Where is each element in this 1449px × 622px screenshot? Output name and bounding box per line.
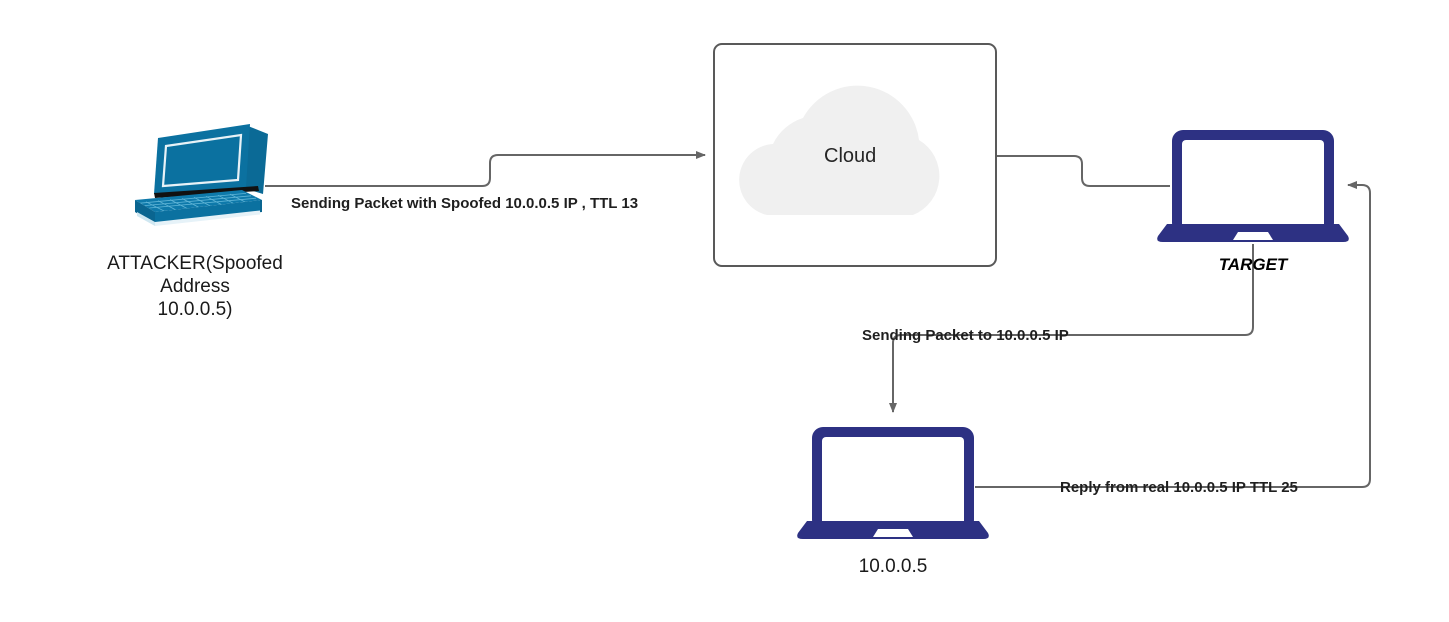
cloud-container-box: Cloud — [713, 43, 997, 267]
target-laptop-icon — [1155, 128, 1351, 248]
target-label: TARGET — [1218, 255, 1288, 274]
connector-label-target-to-victim: Sending Packet to 10.0.0.5 IP — [862, 327, 1069, 344]
attacker-label: ATTACKER(Spoofed Address 10.0.0.5) — [107, 253, 283, 321]
connector-label-victim-to-target: Reply from real 10.0.0.5 IP TTL 25 — [1060, 479, 1298, 496]
victim-label: 10.0.0.5 — [858, 556, 928, 577]
connector-label-attacker-to-cloud: Sending Packet with Spoofed 10.0.0.5 IP … — [291, 195, 639, 212]
connector-attacker-to-cloud — [265, 151, 706, 187]
connector-target-to-victim — [889, 244, 1254, 413]
cloud-label: Cloud — [824, 145, 877, 167]
victim-laptop-icon — [795, 425, 991, 545]
attacker-laptop-icon — [110, 122, 280, 232]
connector-victim-to-target — [975, 181, 1371, 488]
connector-cloud-to-target — [997, 155, 1170, 187]
cloud-icon — [739, 85, 940, 215]
